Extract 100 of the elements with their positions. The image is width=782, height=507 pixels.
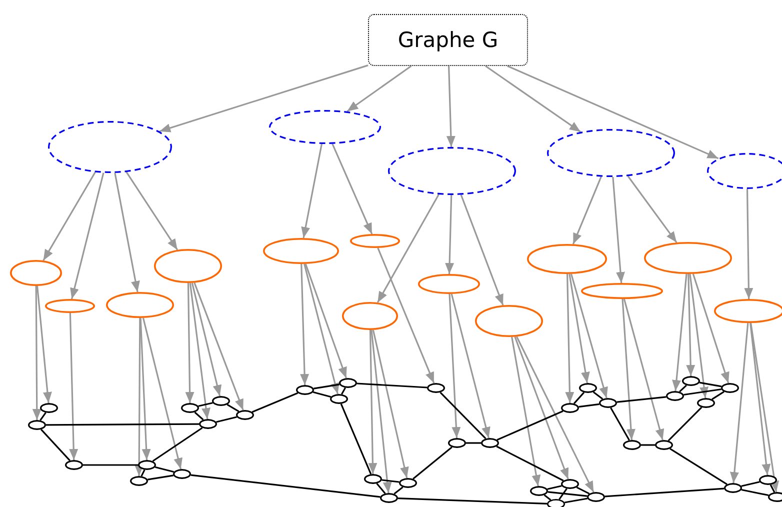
connector-line — [564, 498, 588, 504]
connector-line — [684, 388, 722, 396]
connector-line — [679, 384, 687, 392]
subgraph-ellipse — [269, 110, 381, 144]
connector-line — [548, 491, 588, 497]
arrow — [511, 336, 541, 486]
vertex-ellipse — [236, 410, 254, 420]
connector-line — [40, 412, 46, 421]
connector-line — [340, 387, 346, 395]
arrow — [514, 336, 569, 480]
arrow — [460, 194, 504, 306]
connector-line — [770, 484, 776, 493]
arrow — [372, 330, 409, 478]
cluster-ellipse — [350, 234, 400, 248]
arrow — [36, 286, 52, 404]
arrow — [32, 286, 42, 420]
vertex-ellipse — [173, 469, 191, 479]
vertex-ellipse — [721, 383, 739, 393]
vertex-ellipse — [212, 396, 230, 406]
arrow — [612, 176, 625, 284]
connector-line — [576, 486, 590, 494]
arrow — [142, 318, 182, 470]
connector-line — [154, 466, 174, 473]
arrow — [368, 330, 378, 474]
arrow — [185, 282, 194, 404]
arrow — [300, 264, 310, 386]
connector-line — [544, 494, 552, 501]
arrow — [69, 312, 78, 460]
arrow — [672, 274, 688, 392]
connector-line — [140, 469, 146, 477]
arrow — [332, 144, 373, 234]
connector-line — [616, 396, 666, 403]
connector-line — [547, 485, 562, 490]
connector-line — [699, 382, 722, 388]
arrow — [194, 282, 244, 410]
arrow — [114, 172, 140, 292]
arrow — [686, 274, 696, 376]
arrow — [744, 188, 754, 300]
connector-line — [604, 488, 724, 498]
subgraph-ellipse — [388, 147, 516, 195]
connector-line — [741, 481, 760, 487]
arrow — [346, 65, 412, 112]
vertex-ellipse — [724, 483, 742, 493]
arrow — [689, 274, 708, 398]
vertex-ellipse — [655, 440, 673, 450]
vertex-ellipse — [339, 378, 357, 388]
connector-line — [190, 474, 380, 498]
vertex-ellipse — [561, 403, 579, 413]
connector-line — [83, 464, 138, 466]
arrow — [301, 144, 322, 238]
vertex-ellipse — [599, 398, 617, 408]
arrow — [750, 322, 780, 492]
arrow — [304, 264, 347, 378]
vertex-ellipse — [130, 476, 148, 486]
cluster-ellipse — [10, 260, 62, 286]
cluster-ellipse — [263, 238, 339, 264]
vertex-ellipse — [399, 478, 417, 488]
arrow — [623, 298, 664, 440]
vertex-ellipse — [530, 486, 548, 496]
vertex-ellipse — [199, 419, 217, 429]
cluster-ellipse — [581, 283, 663, 299]
arrow — [370, 330, 392, 494]
arrow — [42, 172, 96, 261]
arrow — [159, 64, 368, 132]
arrow — [304, 264, 340, 394]
vertex-ellipse — [380, 493, 398, 503]
arrow — [191, 282, 222, 396]
arrow — [622, 298, 636, 440]
connector-line — [152, 427, 203, 462]
arrow — [189, 282, 210, 420]
arrow — [126, 172, 178, 250]
connector-line — [40, 428, 70, 462]
cluster-ellipse — [475, 305, 543, 337]
cluster-ellipse — [418, 274, 480, 294]
arrow — [448, 294, 461, 438]
vertex-ellipse — [682, 376, 700, 386]
connector-line — [592, 391, 604, 400]
vertex-ellipse — [40, 403, 58, 413]
vertex-ellipse — [28, 420, 46, 430]
arrow — [627, 176, 678, 244]
arrow — [140, 318, 151, 460]
vertex-ellipse — [579, 383, 597, 393]
arrow — [446, 66, 456, 148]
arrow — [70, 172, 104, 300]
arrow — [730, 322, 749, 484]
connector-line — [496, 410, 564, 441]
vertex-ellipse — [587, 492, 605, 502]
arrow — [450, 294, 490, 438]
vertex-ellipse — [666, 391, 684, 401]
vertex-ellipse — [330, 394, 348, 404]
arrow — [570, 274, 608, 398]
connector-line — [558, 488, 568, 500]
vertex-ellipse — [697, 398, 715, 408]
connector-line — [216, 416, 237, 423]
vertex-ellipse — [623, 440, 641, 450]
vertex-ellipse — [561, 479, 579, 489]
connector-line — [356, 382, 428, 388]
vertex-ellipse — [448, 438, 466, 448]
subgraph-ellipse — [48, 121, 172, 173]
connector-line — [194, 412, 204, 420]
